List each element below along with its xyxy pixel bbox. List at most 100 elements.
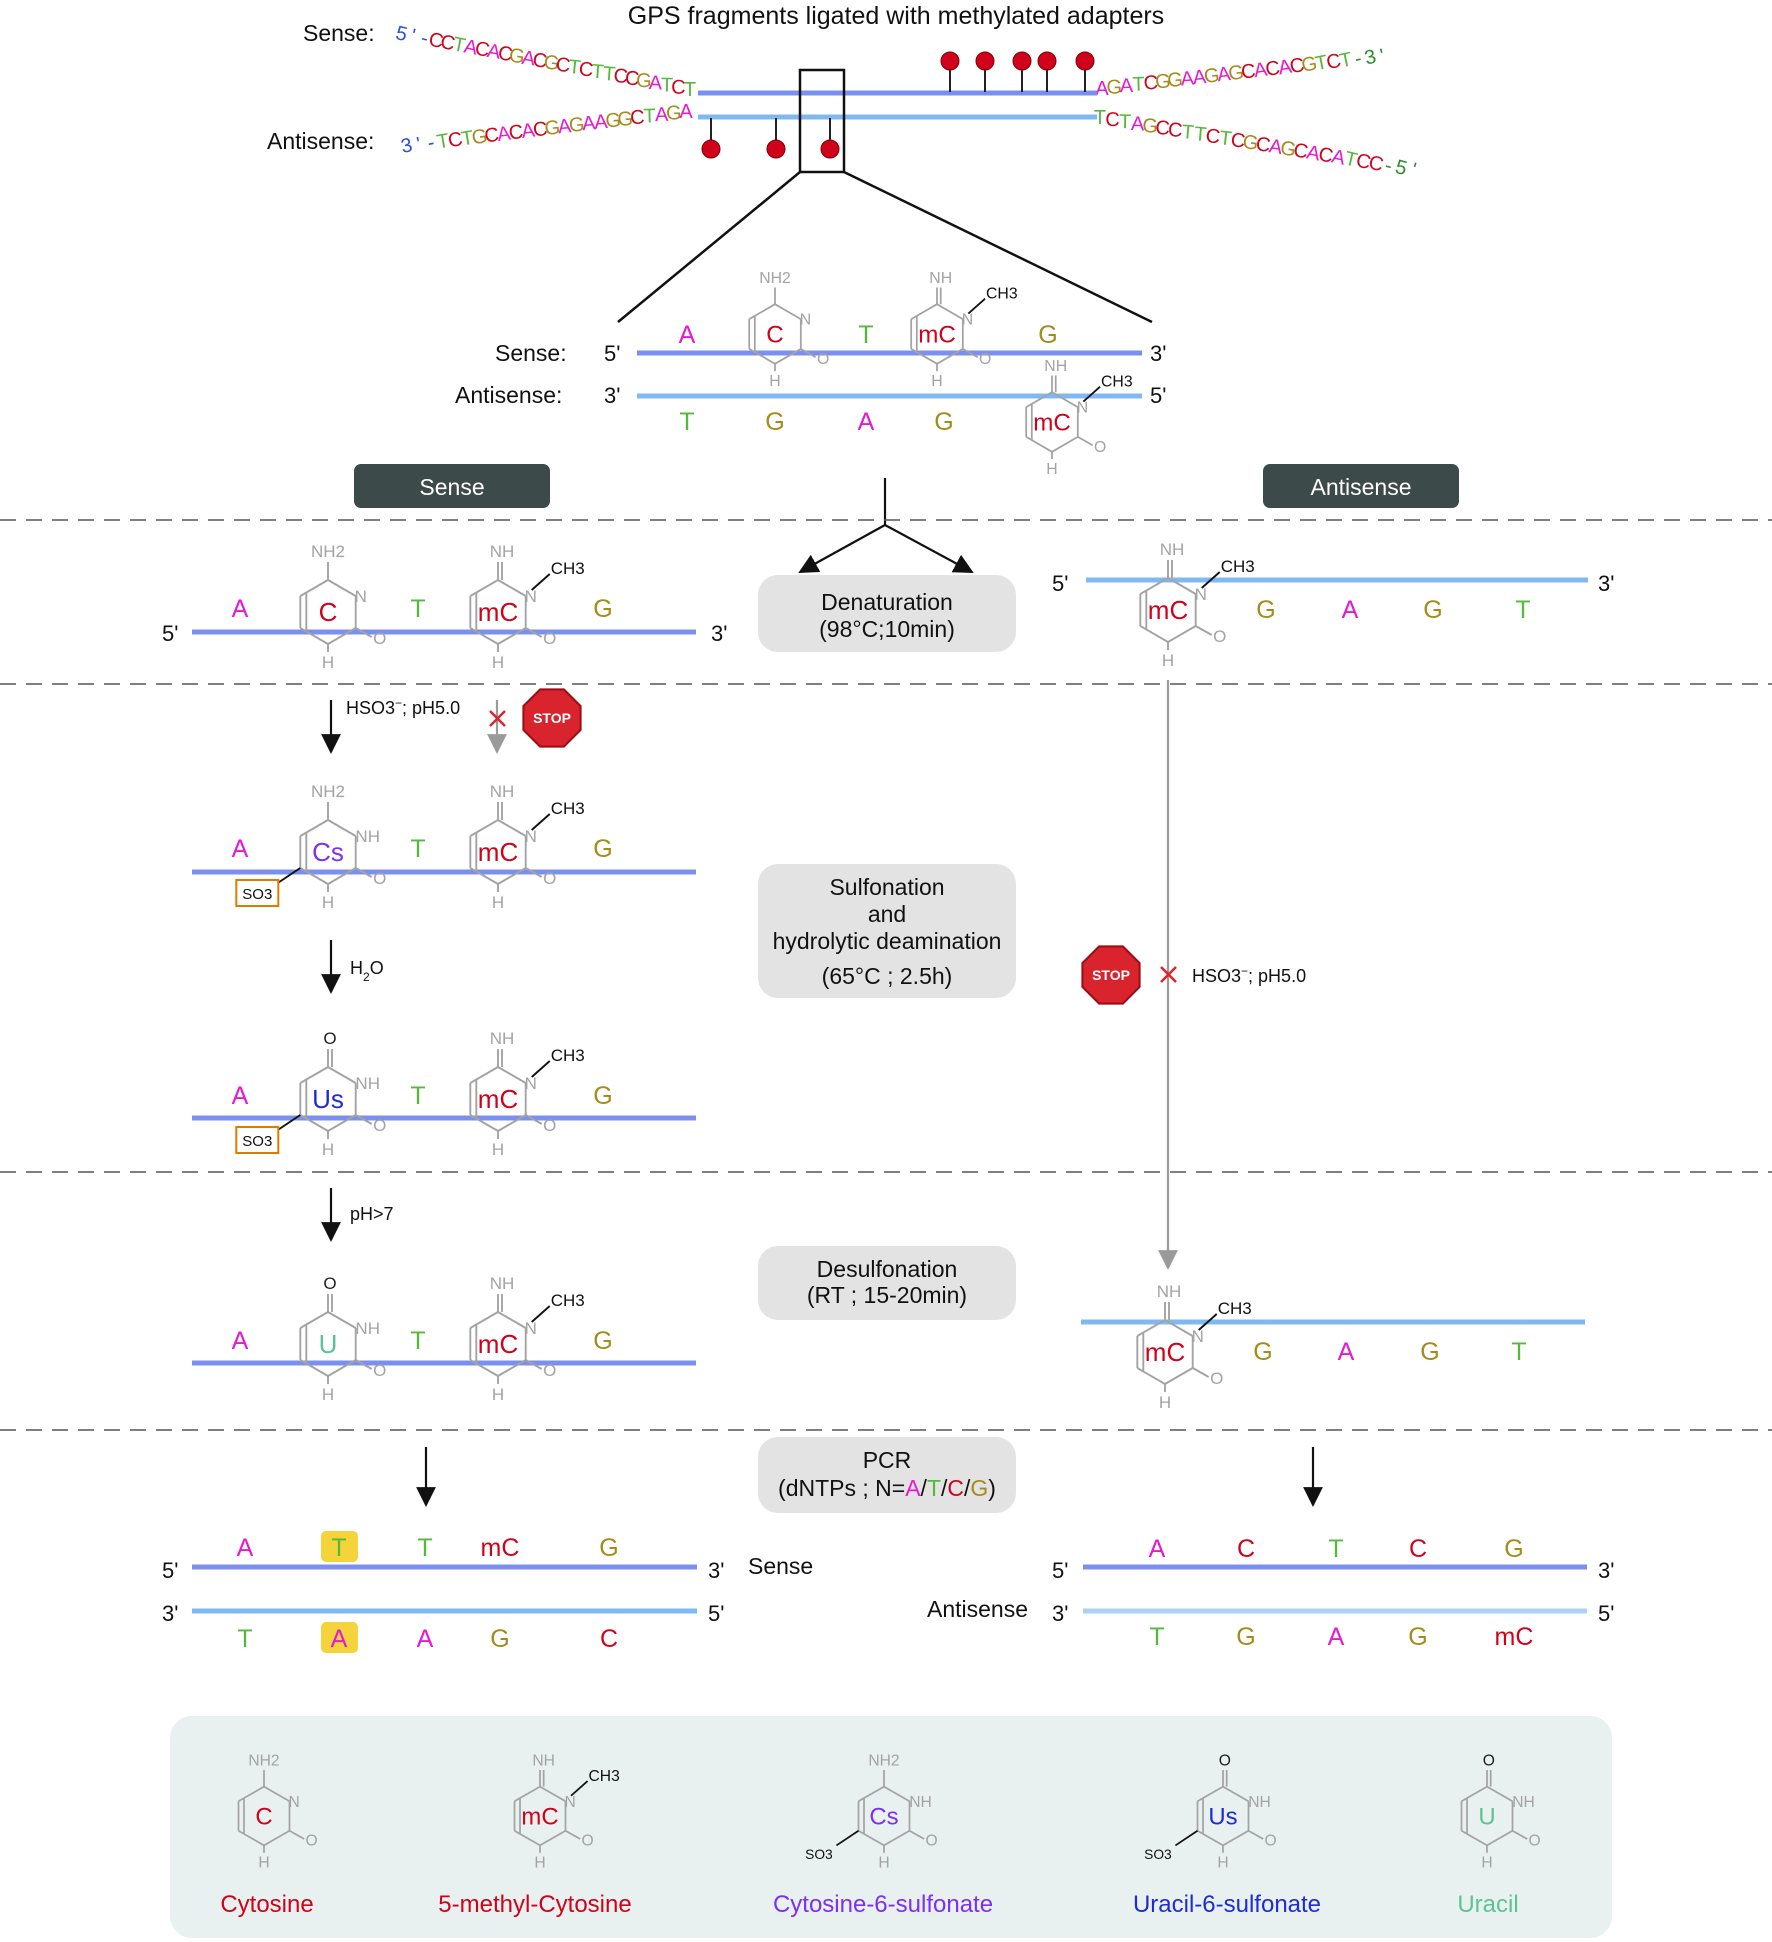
base-letter: A bbox=[858, 408, 875, 436]
denat-antisense-three-prime: 3' bbox=[1598, 571, 1614, 596]
sequence-letter: G bbox=[1300, 52, 1319, 76]
imino-group: NH bbox=[1157, 1282, 1182, 1301]
sulfonate-group: SO3 bbox=[242, 1133, 272, 1150]
carbonyl-oxygen: O bbox=[373, 1361, 386, 1380]
sequence-letter: T bbox=[1338, 48, 1355, 72]
amino-group: NH2 bbox=[248, 1752, 279, 1769]
sequence-letter: T bbox=[1132, 74, 1145, 96]
ring-hydrogen: H bbox=[1481, 1855, 1492, 1872]
sequence-letter: A bbox=[1277, 56, 1294, 80]
base-letter: T bbox=[679, 408, 694, 436]
sequence-letter: T bbox=[684, 79, 696, 101]
sequence-letter: G bbox=[568, 114, 585, 137]
ring-nitrogen: NH bbox=[909, 1794, 932, 1811]
denaturation-step-box bbox=[758, 575, 1016, 652]
sequence-letter: - bbox=[426, 132, 437, 155]
bisulfite-condition: HSO3−; pH5.0 bbox=[346, 696, 460, 718]
sequence-letter: C bbox=[427, 29, 446, 54]
sequence-letter: G bbox=[1203, 64, 1221, 87]
pcr-step-box bbox=[758, 1437, 1016, 1513]
base-letter: A bbox=[232, 1327, 249, 1355]
base-symbol: C bbox=[766, 321, 783, 348]
base-letter: G bbox=[593, 1327, 612, 1355]
methylation-pins bbox=[701, 51, 1095, 159]
base-symbol: mC bbox=[478, 1084, 518, 1114]
ring-nitrogen: NH bbox=[355, 1074, 380, 1093]
ring-hydrogen: H bbox=[878, 1855, 889, 1872]
sequence-letter: C bbox=[1324, 50, 1343, 74]
methyl-group: CH3 bbox=[986, 286, 1018, 303]
sequence-letter: T bbox=[460, 127, 476, 151]
sequence-letter: T bbox=[1193, 123, 1207, 146]
base-letter: A bbox=[679, 321, 696, 349]
carbonyl-oxygen: O bbox=[543, 1361, 556, 1380]
sequence-letter: C bbox=[671, 77, 686, 99]
base-letter: G bbox=[1504, 1535, 1523, 1563]
methyl-pin-head bbox=[1037, 51, 1057, 71]
sequence-letter: C bbox=[578, 58, 594, 81]
legend-label: Cytosine-6-sulfonate bbox=[773, 1891, 993, 1918]
ring-nitrogen: N bbox=[525, 1319, 537, 1338]
methyl-group: CH3 bbox=[589, 1768, 620, 1785]
base-symbol: C bbox=[255, 1803, 272, 1830]
base-symbol: mC bbox=[521, 1803, 558, 1830]
split-arrow-left bbox=[798, 524, 886, 573]
denaturation-title: Denaturation bbox=[821, 589, 953, 615]
legend-label: 5-methyl-Cytosine bbox=[438, 1891, 631, 1918]
sequence-letter: A bbox=[581, 112, 597, 135]
zoom-three-prime-top: 3' bbox=[1150, 341, 1166, 366]
sequence-letter: A bbox=[1267, 135, 1284, 159]
pcr-right-five-top: 5' bbox=[1052, 1558, 1068, 1583]
ring-hydrogen: H bbox=[492, 1385, 504, 1404]
ring-hydrogen: H bbox=[1159, 1393, 1171, 1412]
base-letter: T bbox=[410, 1327, 425, 1355]
ring-hydrogen: H bbox=[492, 653, 504, 672]
sequence-letter: C bbox=[1366, 152, 1385, 177]
legend-panel bbox=[170, 1716, 1612, 1938]
imino-group: NH bbox=[929, 270, 952, 287]
methyl-pin-head bbox=[701, 139, 721, 159]
antisense-badge bbox=[1263, 464, 1459, 508]
sequence-letter: A bbox=[1305, 141, 1323, 165]
base-letter: G bbox=[1236, 1623, 1255, 1651]
base-letter: T bbox=[858, 321, 873, 349]
pcr-n-c: C bbox=[947, 1475, 964, 1501]
base-letter: A bbox=[417, 1625, 434, 1653]
sequence-letter: T bbox=[1343, 148, 1360, 172]
sulfonation-and: and bbox=[868, 901, 906, 927]
sequence-letter: ' bbox=[1409, 159, 1419, 181]
sequence-letter: C bbox=[555, 54, 572, 77]
pcr-right-three-bottom: 3' bbox=[1052, 1601, 1068, 1626]
antisense-badge-label: Antisense bbox=[1310, 474, 1411, 500]
denat-sense-three-prime: 3' bbox=[711, 621, 727, 646]
ring-nitrogen: NH bbox=[355, 827, 380, 846]
blocked-cross-icon bbox=[489, 710, 506, 727]
imino-group: NH bbox=[490, 1274, 515, 1293]
base-letter: G bbox=[1408, 1623, 1427, 1651]
ring-nitrogen: N bbox=[564, 1794, 575, 1811]
pcr-left-five-bottom: 5' bbox=[708, 1601, 724, 1626]
ring-hydrogen: H bbox=[492, 893, 504, 912]
figure-title: GPS fragments ligated with methylated ad… bbox=[628, 2, 1164, 30]
sequence-letter: C bbox=[507, 121, 524, 145]
carbonyl-oxygen: O bbox=[1528, 1832, 1540, 1849]
base-symbol: Us bbox=[312, 1084, 344, 1114]
sequence-letter: ' bbox=[415, 133, 423, 155]
sequence-letter: G bbox=[617, 108, 634, 131]
imino-group: NH bbox=[532, 1752, 555, 1769]
carbonyl-oxygen: O bbox=[305, 1832, 317, 1849]
sequence-letter: A bbox=[520, 119, 537, 143]
sequence-letter: A bbox=[1131, 113, 1146, 135]
ring-nitrogen: N bbox=[1077, 400, 1088, 417]
sequence-letter: A bbox=[1119, 75, 1133, 97]
sequence-letter: G bbox=[636, 70, 652, 93]
